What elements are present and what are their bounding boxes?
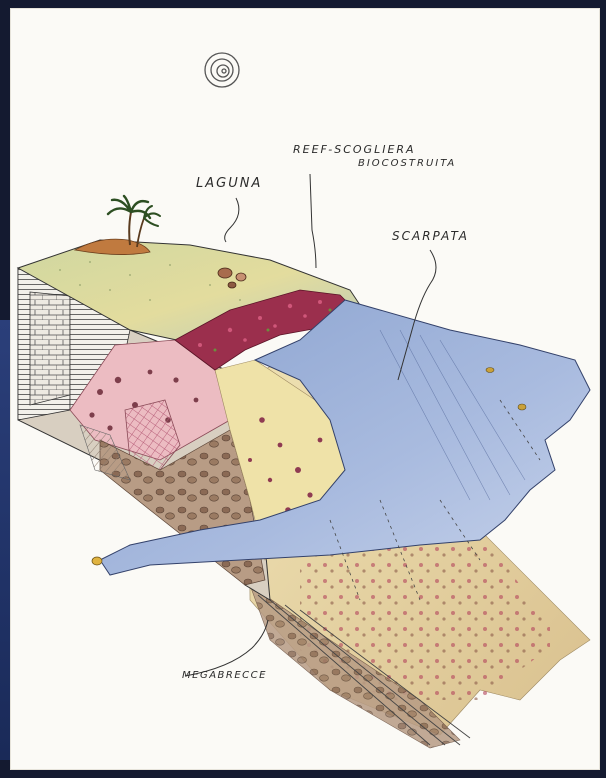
- label-reef-line2: BIOCOSTRUITA: [358, 158, 456, 169]
- label-laguna: LAGUNA: [196, 176, 262, 191]
- label-megabrecce: MEGABRECCE: [182, 670, 267, 681]
- limestone-bricks: [30, 292, 70, 405]
- label-scarpata: SCARPATA: [392, 229, 469, 243]
- label-reef-line1: REEF-SCOGLIERA: [293, 143, 416, 156]
- spiral-sun-icon: [205, 53, 239, 87]
